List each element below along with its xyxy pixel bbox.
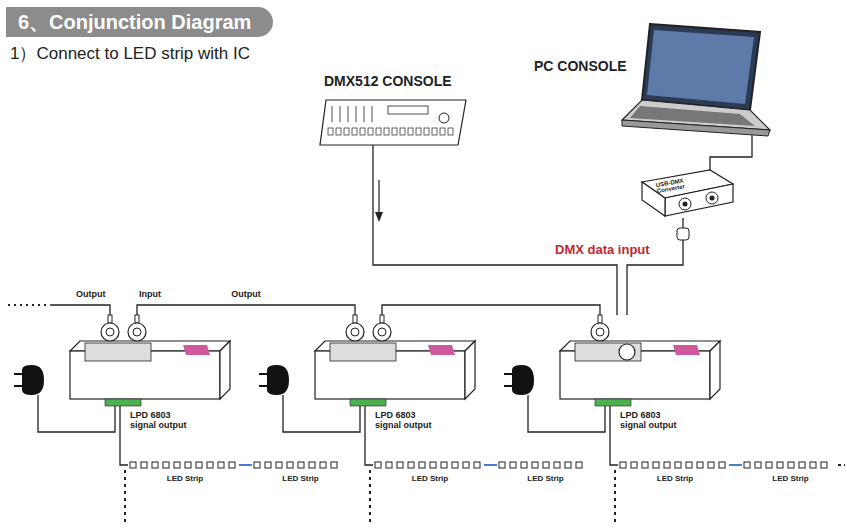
- strip-continued: [614, 470, 616, 526]
- strip-continued: [369, 470, 371, 526]
- decoder-unit: LPD 6803 signal output: [555, 315, 725, 440]
- port-label: Output: [76, 289, 106, 299]
- signal-cable: [365, 406, 373, 465]
- port-label: Input: [139, 289, 161, 299]
- cable-label: Output: [229, 289, 263, 299]
- output-cable: [50, 305, 110, 315]
- strip-continued: [124, 470, 126, 526]
- strip-link: [484, 465, 497, 466]
- strip-link: [239, 465, 252, 466]
- led-strip: LED Strip: [128, 460, 242, 490]
- strip-continued: [838, 464, 845, 466]
- decoder-unit: LPD 6803 signal output: [310, 315, 480, 440]
- direction-arrowhead: [375, 212, 383, 222]
- usb-dmx-converter: USB-DMX Converter: [640, 168, 735, 218]
- led-strip: LED Strip: [742, 460, 839, 490]
- led-strip: LED Strip: [373, 460, 487, 490]
- strip-label: LED Strip: [252, 474, 349, 483]
- led-strip: LED Strip: [497, 460, 594, 490]
- decoder-unit: LPD 6803 signal output: [65, 315, 235, 440]
- section-title: 6、Conjunction Diagram: [6, 7, 273, 37]
- subtitle: 1）Connect to LED strip with IC: [10, 42, 250, 65]
- signal-cable: [120, 406, 128, 465]
- pc-console: PC CONSOLE: [530, 22, 772, 147]
- direction-arrow: [378, 180, 379, 214]
- output-label: LPD 6803 signal output: [620, 410, 686, 431]
- strip-label: LED Strip: [128, 474, 242, 483]
- output-label: LPD 6803 signal output: [375, 410, 441, 431]
- xlr-plug: [677, 218, 689, 246]
- led-strip: LED Strip: [618, 460, 732, 490]
- output-cable-continued: [8, 304, 46, 306]
- strip-label: LED Strip: [497, 474, 594, 483]
- device-label: PC CONSOLE: [534, 58, 627, 74]
- led-strip: LED Strip: [252, 460, 349, 490]
- signal-cable: [373, 145, 617, 315]
- signal-cable: [382, 305, 600, 315]
- conv-drawing: [640, 168, 735, 218]
- strip-label: LED Strip: [373, 474, 487, 483]
- signal-cable: [610, 406, 618, 465]
- strip-label: LED Strip: [618, 474, 732, 483]
- dmx-console: DMX512 CONSOLE: [318, 70, 468, 150]
- output-label: LPD 6803 signal output: [130, 410, 196, 431]
- signal-cable: [137, 305, 355, 315]
- pc-drawing: [530, 22, 772, 147]
- strip-label: LED Strip: [742, 474, 839, 483]
- device-label: DMX512 CONSOLE: [324, 73, 452, 89]
- cable-label: DMX data input: [553, 242, 652, 257]
- strip-link: [729, 465, 742, 466]
